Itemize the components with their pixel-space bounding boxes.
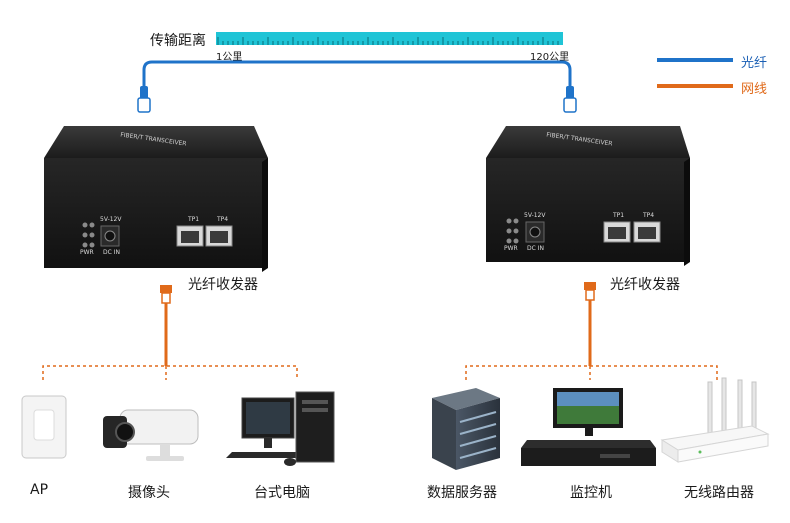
ruler-start-label: 1公里 <box>216 52 243 63</box>
transceiver-left <box>44 126 268 272</box>
transceiver-right-dc-label: DC IN <box>527 245 544 252</box>
transceiver-right <box>486 126 690 266</box>
transceiver-right-port1-label: TP1 <box>613 212 625 219</box>
wireless-router-icon <box>660 377 770 463</box>
ethernet-connector-right <box>584 282 596 301</box>
distance-title: 传输距离 <box>150 33 206 49</box>
transceiver-left-port1-label: TP1 <box>188 216 200 223</box>
dotted-distribution-left <box>42 365 298 380</box>
dotted-distribution-right <box>465 365 718 380</box>
transceiver-left-power-label: 5V-12V <box>100 216 122 223</box>
transceiver-left-caption: 光纤收发器 <box>188 277 258 293</box>
device-label-router: 无线路由器 <box>684 485 754 501</box>
fiber-connector-right <box>563 86 577 113</box>
device-label-desktop: 台式电脑 <box>254 485 310 501</box>
transceiver-right-port2-label: TP4 <box>643 212 655 219</box>
transceiver-right-power-label: 5V-12V <box>524 212 546 219</box>
camera-icon <box>103 409 199 461</box>
desktop-computer-icon <box>226 391 335 466</box>
transceiver-left-pwr-label: PWR <box>80 249 94 256</box>
legend-fiber-label: 光纤 <box>741 56 768 71</box>
ethernet-connector-left <box>160 285 172 304</box>
device-label-monitor: 监控机 <box>570 485 612 501</box>
transceiver-right-pwr-label: PWR <box>504 245 518 252</box>
transceiver-left-port2-label: TP4 <box>217 216 229 223</box>
access-point-icon <box>21 395 67 459</box>
server-icon <box>432 388 500 470</box>
fiber-cable <box>142 60 572 88</box>
device-label-ap: AP <box>30 482 49 498</box>
ruler-end-label: 120公里 <box>530 52 570 63</box>
legend-cable-label: 网线 <box>741 82 768 97</box>
fiber-connector-left <box>137 86 151 113</box>
device-label-server: 数据服务器 <box>427 485 497 501</box>
distance-ruler <box>216 32 563 45</box>
device-label-camera: 摄像头 <box>128 485 170 501</box>
transceiver-left-dc-label: DC IN <box>103 249 120 256</box>
monitoring-machine-icon <box>521 388 656 466</box>
transceiver-right-caption: 光纤收发器 <box>610 277 680 293</box>
